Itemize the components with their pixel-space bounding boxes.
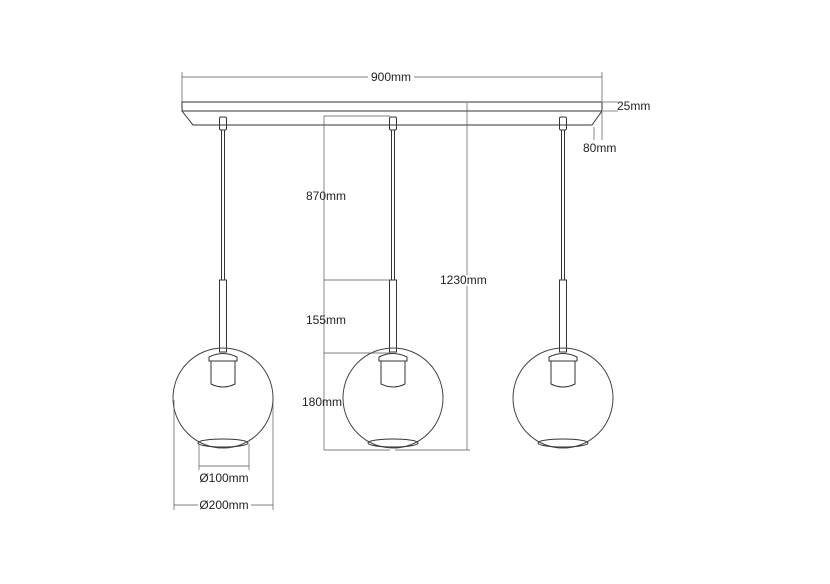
cord-grip [559,116,567,131]
total-height-dimension: 1230mm [395,103,489,451]
socket [380,361,406,388]
cord-dimension: 870mm 155mm 180mm [302,115,390,451]
canopy-height-dimension: 25mm [603,99,650,113]
pendant-3 [512,116,614,449]
rod [219,279,227,353]
socket [210,361,236,388]
cap [548,353,578,362]
canopy [181,101,603,126]
shade-opening [367,438,419,448]
shade-opening [197,438,249,448]
diameter-dimensions: Ø100mm Ø200mm [173,400,274,512]
rod [559,279,567,353]
shade-height-label: 180mm [302,395,342,409]
cord-grip [219,116,227,131]
pendant-1 [172,116,274,449]
rod-length-label: 155mm [306,313,346,327]
cap [378,353,408,362]
socket [550,361,576,388]
shade-opening [537,438,589,448]
rod [389,279,397,353]
cord-grip [389,116,397,131]
glass-shade [512,347,614,449]
canopy-depth-label: 80mm [583,141,616,155]
width-label: 900mm [371,70,411,84]
glass-shade [342,347,444,449]
canopy-height-label: 25mm [617,99,650,113]
canopy-depth-dimension: 80mm [583,112,616,155]
cord-length-label: 870mm [306,189,346,203]
pendant-2 [342,116,444,449]
glass-shade [172,347,274,449]
shade-diameter-label: Ø200mm [199,498,248,512]
cap [208,353,238,362]
width-dimension: 900mm [181,70,603,102]
opening-diameter-label: Ø100mm [199,471,248,485]
total-height-label: 1230mm [440,273,487,287]
